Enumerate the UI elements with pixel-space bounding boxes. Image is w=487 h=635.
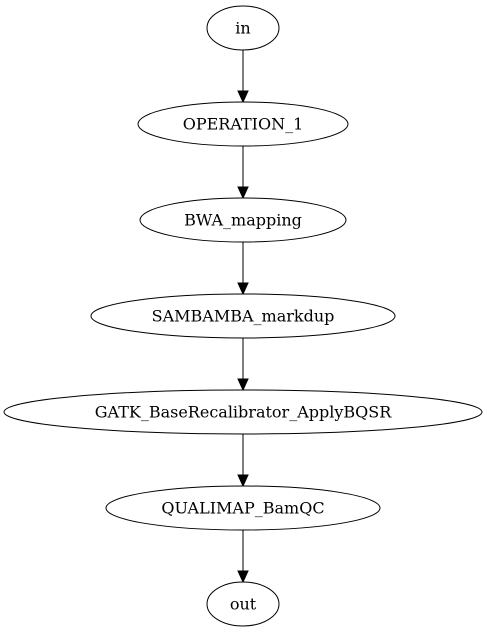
arrowhead bbox=[237, 570, 249, 584]
node-bwa: BWA_mapping bbox=[139, 197, 347, 243]
edge-bwa-to-sambamba bbox=[237, 242, 249, 296]
edges-layer bbox=[237, 50, 249, 584]
node-shape bbox=[3, 389, 483, 435]
edge-qualimap-to-out bbox=[237, 530, 249, 584]
node-shape bbox=[139, 197, 347, 243]
node-shape bbox=[206, 5, 280, 51]
node-label: GATK_BaseRecalibrator_ApplyBQSR bbox=[95, 403, 392, 422]
node-label: BWA_mapping bbox=[184, 211, 302, 230]
node-shape bbox=[137, 101, 349, 147]
edge-sambamba-to-gatk bbox=[237, 338, 249, 392]
edge-in-to-op1 bbox=[237, 50, 249, 104]
arrowhead bbox=[237, 90, 249, 104]
node-qualimap: QUALIMAP_BamQC bbox=[105, 485, 381, 531]
node-shape bbox=[105, 485, 381, 531]
node-gatk: GATK_BaseRecalibrator_ApplyBQSR bbox=[3, 389, 483, 435]
node-sambamba: SAMBAMBA_markdup bbox=[90, 293, 396, 339]
node-label: in bbox=[235, 19, 250, 38]
nodes-layer: inOPERATION_1BWA_mappingSAMBAMBA_markdup… bbox=[3, 5, 483, 627]
node-in: in bbox=[206, 5, 280, 51]
node-label: SAMBAMBA_markdup bbox=[152, 307, 335, 326]
arrowhead bbox=[237, 474, 249, 488]
node-label: QUALIMAP_BamQC bbox=[161, 499, 324, 518]
edge-op1-to-bwa bbox=[237, 146, 249, 200]
node-label: out bbox=[230, 595, 257, 614]
arrowhead bbox=[237, 282, 249, 296]
edge-gatk-to-qualimap bbox=[237, 434, 249, 488]
arrowhead bbox=[237, 378, 249, 392]
node-shape bbox=[90, 293, 396, 339]
node-out: out bbox=[206, 581, 280, 627]
arrowhead bbox=[237, 186, 249, 200]
node-op1: OPERATION_1 bbox=[137, 101, 349, 147]
node-label: OPERATION_1 bbox=[183, 115, 304, 134]
node-shape bbox=[206, 581, 280, 627]
